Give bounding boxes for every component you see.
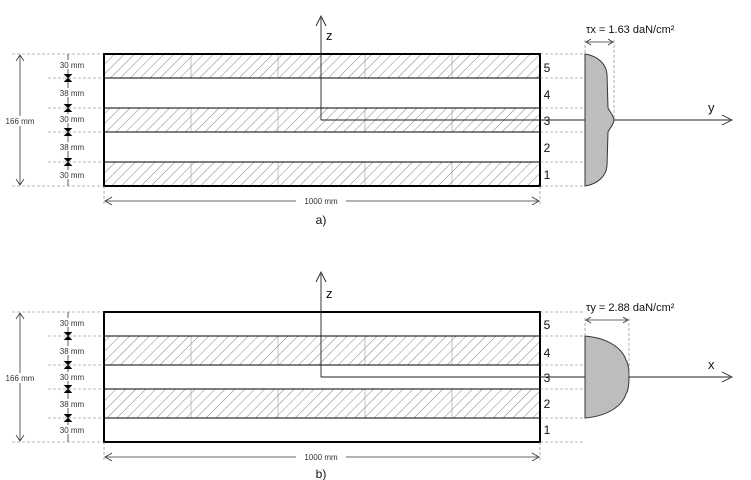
- board-joints: [190, 54, 453, 186]
- layer-1-hatched: [104, 162, 540, 186]
- layer-number-2-b: 2: [544, 397, 551, 411]
- thickness-label-2: 38 mm: [60, 143, 85, 152]
- layer-number-2: 2: [544, 141, 551, 155]
- axis-x-label-b: x: [708, 357, 715, 372]
- layer-number-5: 5: [544, 61, 551, 75]
- layer-numbers: 5 4 3 2 1: [544, 61, 551, 182]
- layer-2-hatched: [104, 389, 540, 418]
- panel-a: 166 mm 30 mm 38 mm 30 mm 38 mm 30 mm: [2, 14, 734, 227]
- shear-stress-label-a: τx = 1.63 daN/cm²: [586, 24, 675, 36]
- shear-stress-diagram-a: [584, 53, 615, 187]
- axis-y-label: y: [708, 100, 715, 115]
- width-label: 1000 mm: [304, 197, 338, 206]
- layer-number-1: 1: [544, 168, 551, 182]
- layer-number-4: 4: [544, 88, 551, 102]
- width-label-b: 1000 mm: [304, 453, 338, 462]
- layer-5-hatched: [104, 54, 540, 78]
- thickness-label-4-b: 38 mm: [60, 347, 85, 356]
- layer-number-5-b: 5: [544, 318, 551, 332]
- layer-thickness-labels: 30 mm 38 mm 30 mm 38 mm 30 mm: [54, 60, 90, 180]
- thickness-label-3-b: 30 mm: [60, 373, 85, 382]
- caption-b: b): [316, 467, 327, 480]
- layer-number-4-b: 4: [544, 346, 551, 360]
- layer-thickness-labels-b: 30 mm 38 mm 30 mm 38 mm 30 mm: [54, 318, 90, 435]
- thickness-label-3: 30 mm: [60, 115, 85, 124]
- axis-z-label: z: [326, 28, 333, 43]
- axis-z-label-b: z: [326, 286, 333, 301]
- layer-numbers-b: 5 4 3 2 1: [544, 318, 551, 437]
- thickness-label-5-b: 30 mm: [60, 319, 85, 328]
- layer-4-hatched: [104, 336, 540, 365]
- thickness-label-4: 38 mm: [60, 89, 85, 98]
- total-height-label-b: 166 mm: [6, 374, 35, 383]
- thickness-label-5: 30 mm: [60, 61, 85, 70]
- layer-number-1-b: 1: [544, 423, 551, 437]
- board-joints-b: [190, 336, 453, 418]
- thickness-label-1: 30 mm: [60, 171, 85, 180]
- caption-a: a): [316, 213, 327, 227]
- shear-stress-label-b: τy = 2.88 daN/cm²: [586, 302, 675, 314]
- thickness-label-1-b: 30 mm: [60, 426, 85, 435]
- layer-number-3: 3: [544, 114, 551, 128]
- panel-b: 166 mm 30 mm 38 mm 30 mm 38 mm 30 mm: [2, 270, 734, 480]
- total-height-label: 166 mm: [6, 117, 35, 126]
- shear-stress-diagram-b: [584, 335, 630, 419]
- layer-number-3-b: 3: [544, 371, 551, 385]
- thickness-label-2-b: 38 mm: [60, 400, 85, 409]
